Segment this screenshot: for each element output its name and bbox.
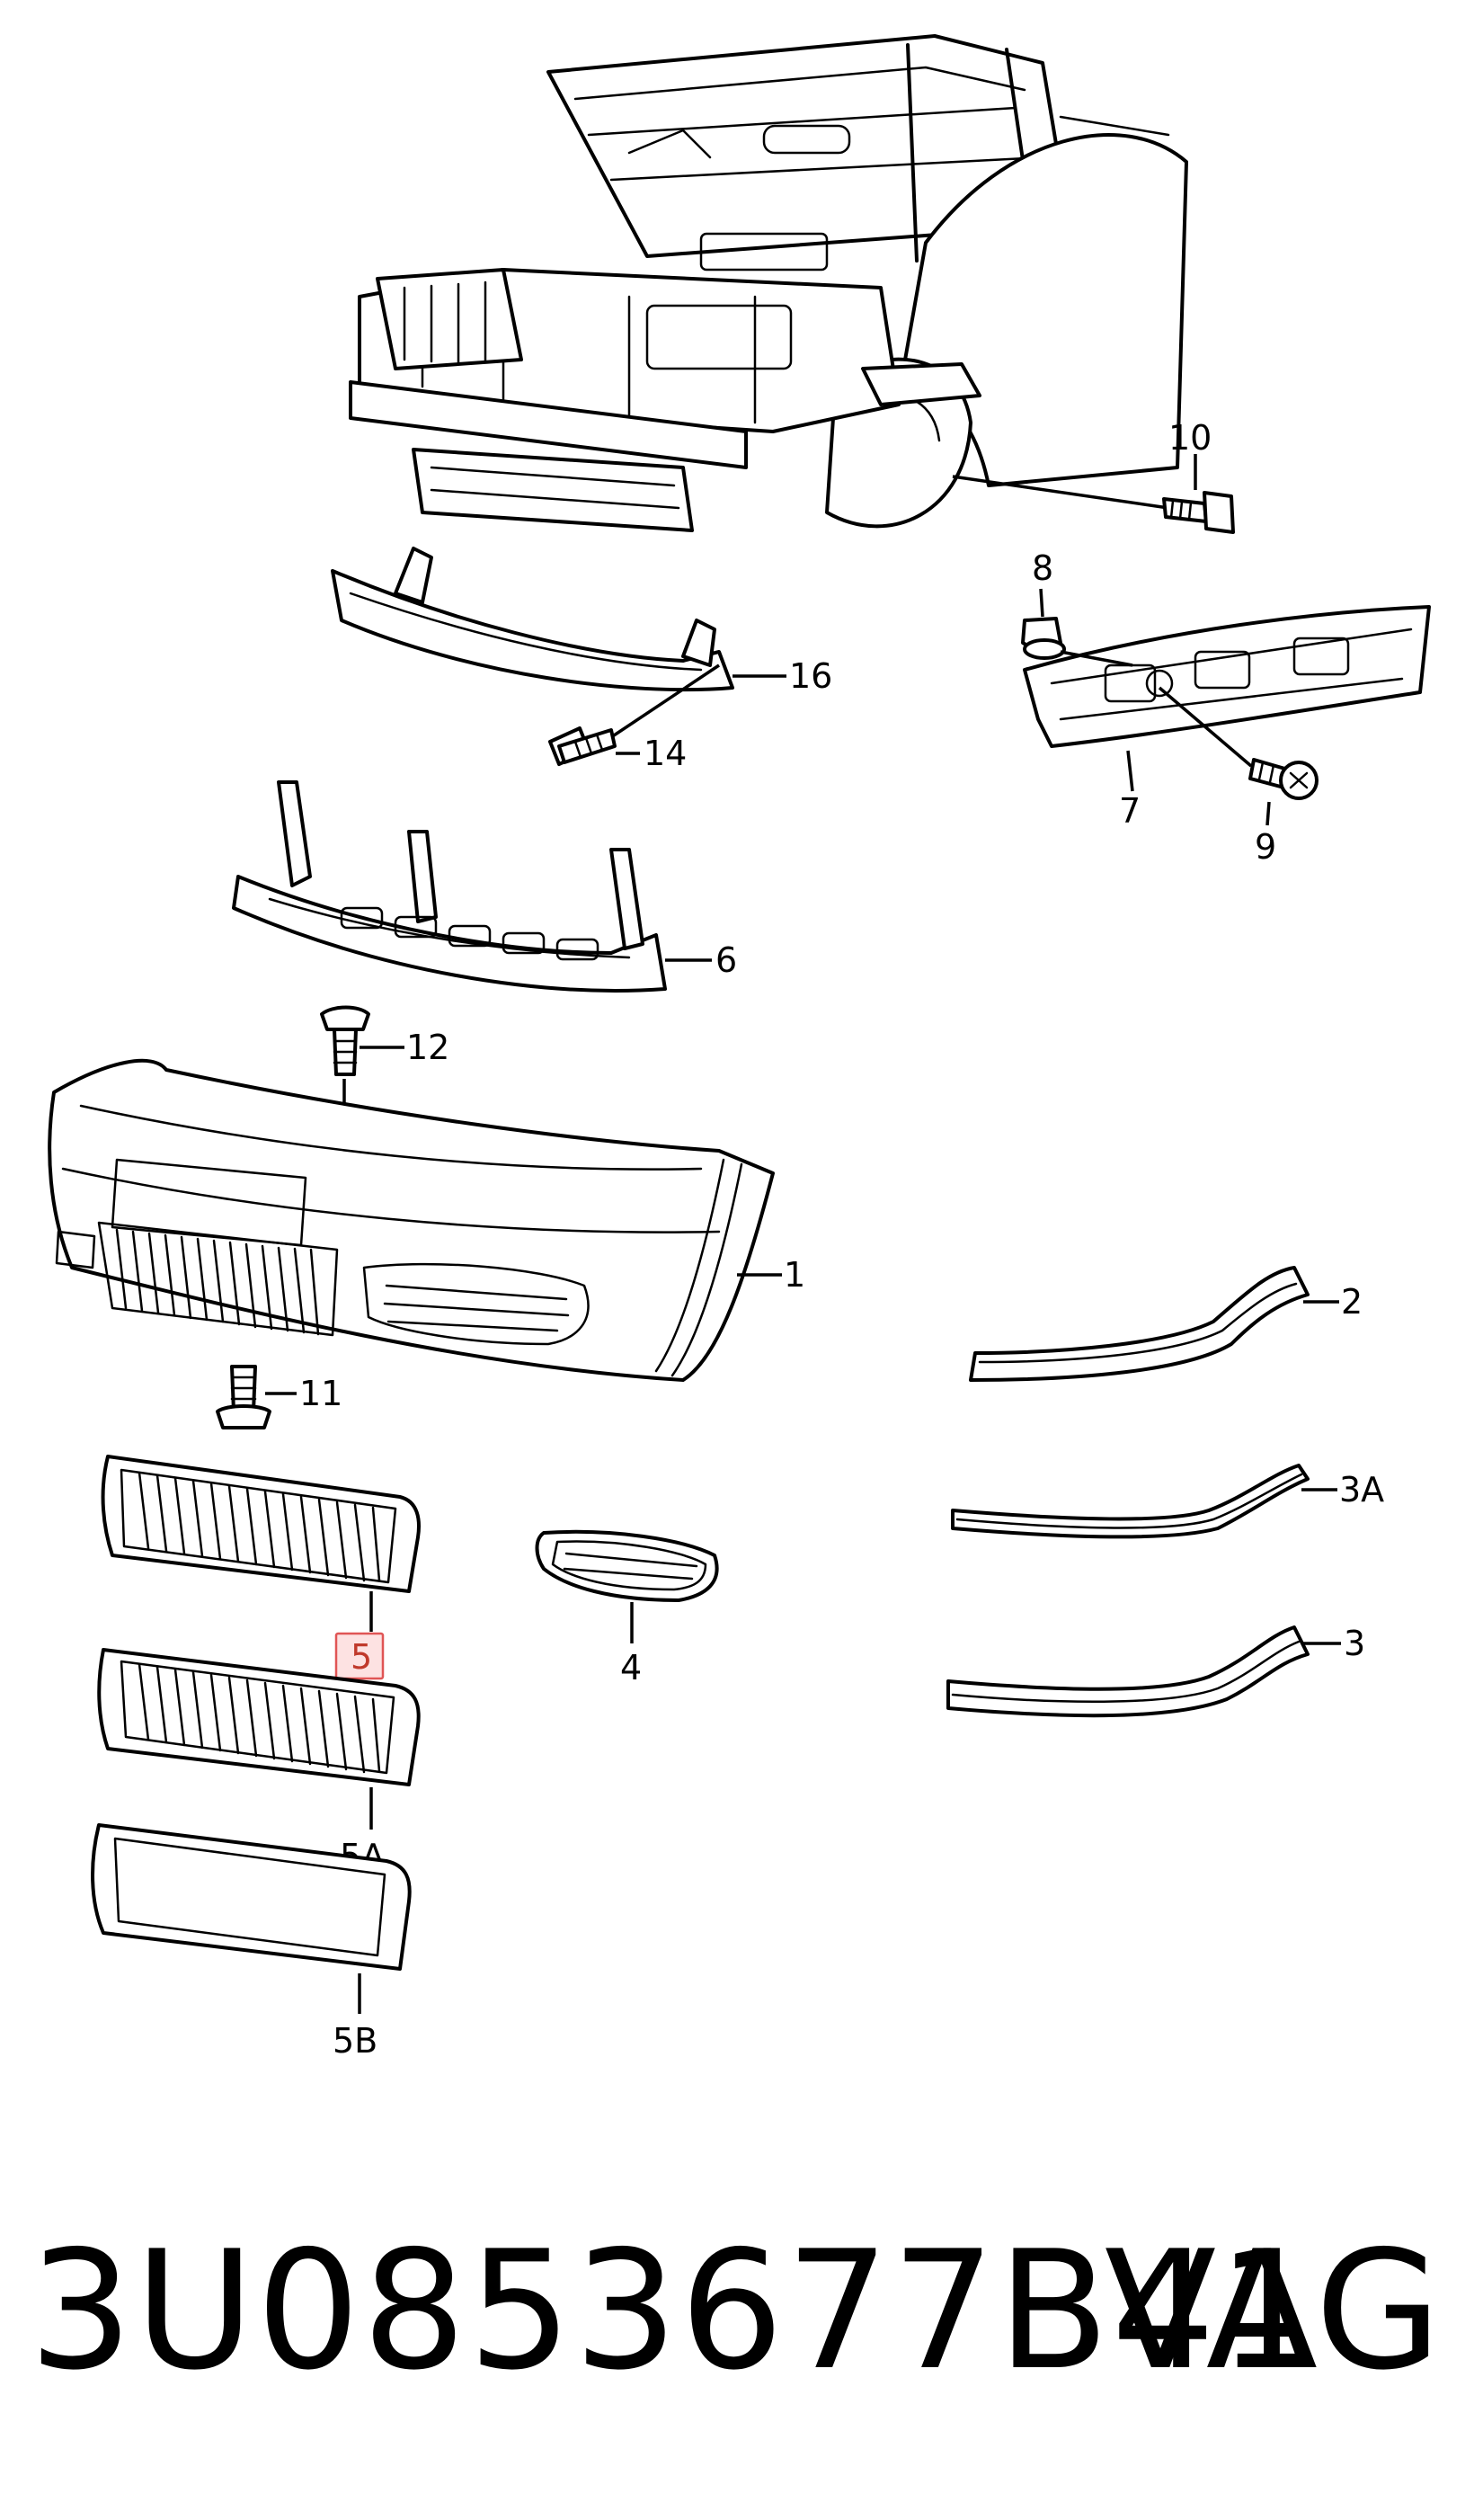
part-2-trim-strip <box>969 1266 1339 1382</box>
part-number-footer: 3U0853677B41 VAG <box>0 2221 1474 2418</box>
part-number: 3U0853677B41 <box>29 2215 1324 2406</box>
callout-3a: 3A <box>1339 1470 1384 1509</box>
part-7-side-bracket <box>1023 605 1431 792</box>
car-front-illustration <box>349 34 1188 532</box>
callout-5-highlight <box>334 1632 385 1680</box>
callout-11: 11 <box>299 1374 342 1413</box>
callout-5b: 5B <box>333 2021 377 2061</box>
part-14-bolt <box>548 726 640 766</box>
part-1-bumper-cover <box>48 1058 782 1382</box>
part-3-trim-strip <box>946 1625 1341 1718</box>
part-5a-grille-frame <box>97 1648 421 1830</box>
callout-3: 3 <box>1344 1624 1365 1663</box>
callout-14: 14 <box>644 734 687 773</box>
callout-9: 9 <box>1255 827 1276 867</box>
part-3a-trim-strip <box>951 1464 1337 1539</box>
callout-8: 8 <box>1032 548 1053 588</box>
callout-5: 5 <box>351 1637 372 1677</box>
callout-6: 6 <box>715 940 737 980</box>
callout-2: 2 <box>1341 1282 1363 1322</box>
part-10-bolt <box>1162 454 1235 534</box>
part-5b-frame <box>91 1823 412 2014</box>
part-8-clip <box>1021 588 1133 667</box>
callout-1: 1 <box>784 1255 805 1295</box>
part-12-screw <box>320 1005 404 1153</box>
callout-10: 10 <box>1168 418 1212 458</box>
part-6-energy-absorber <box>232 780 712 993</box>
part-5-grille <box>101 1455 421 1632</box>
callout-12: 12 <box>406 1028 449 1067</box>
part-11-screw <box>216 1365 297 1429</box>
callout-7: 7 <box>1119 791 1141 831</box>
callout-4: 4 <box>620 1648 642 1687</box>
part-4-side-grille <box>535 1529 719 1643</box>
part-16-bumper-bracket <box>331 547 786 757</box>
callout-16: 16 <box>789 656 832 696</box>
part-9-screw <box>1158 686 1319 826</box>
brand-name: VAG <box>1104 2215 1442 2406</box>
